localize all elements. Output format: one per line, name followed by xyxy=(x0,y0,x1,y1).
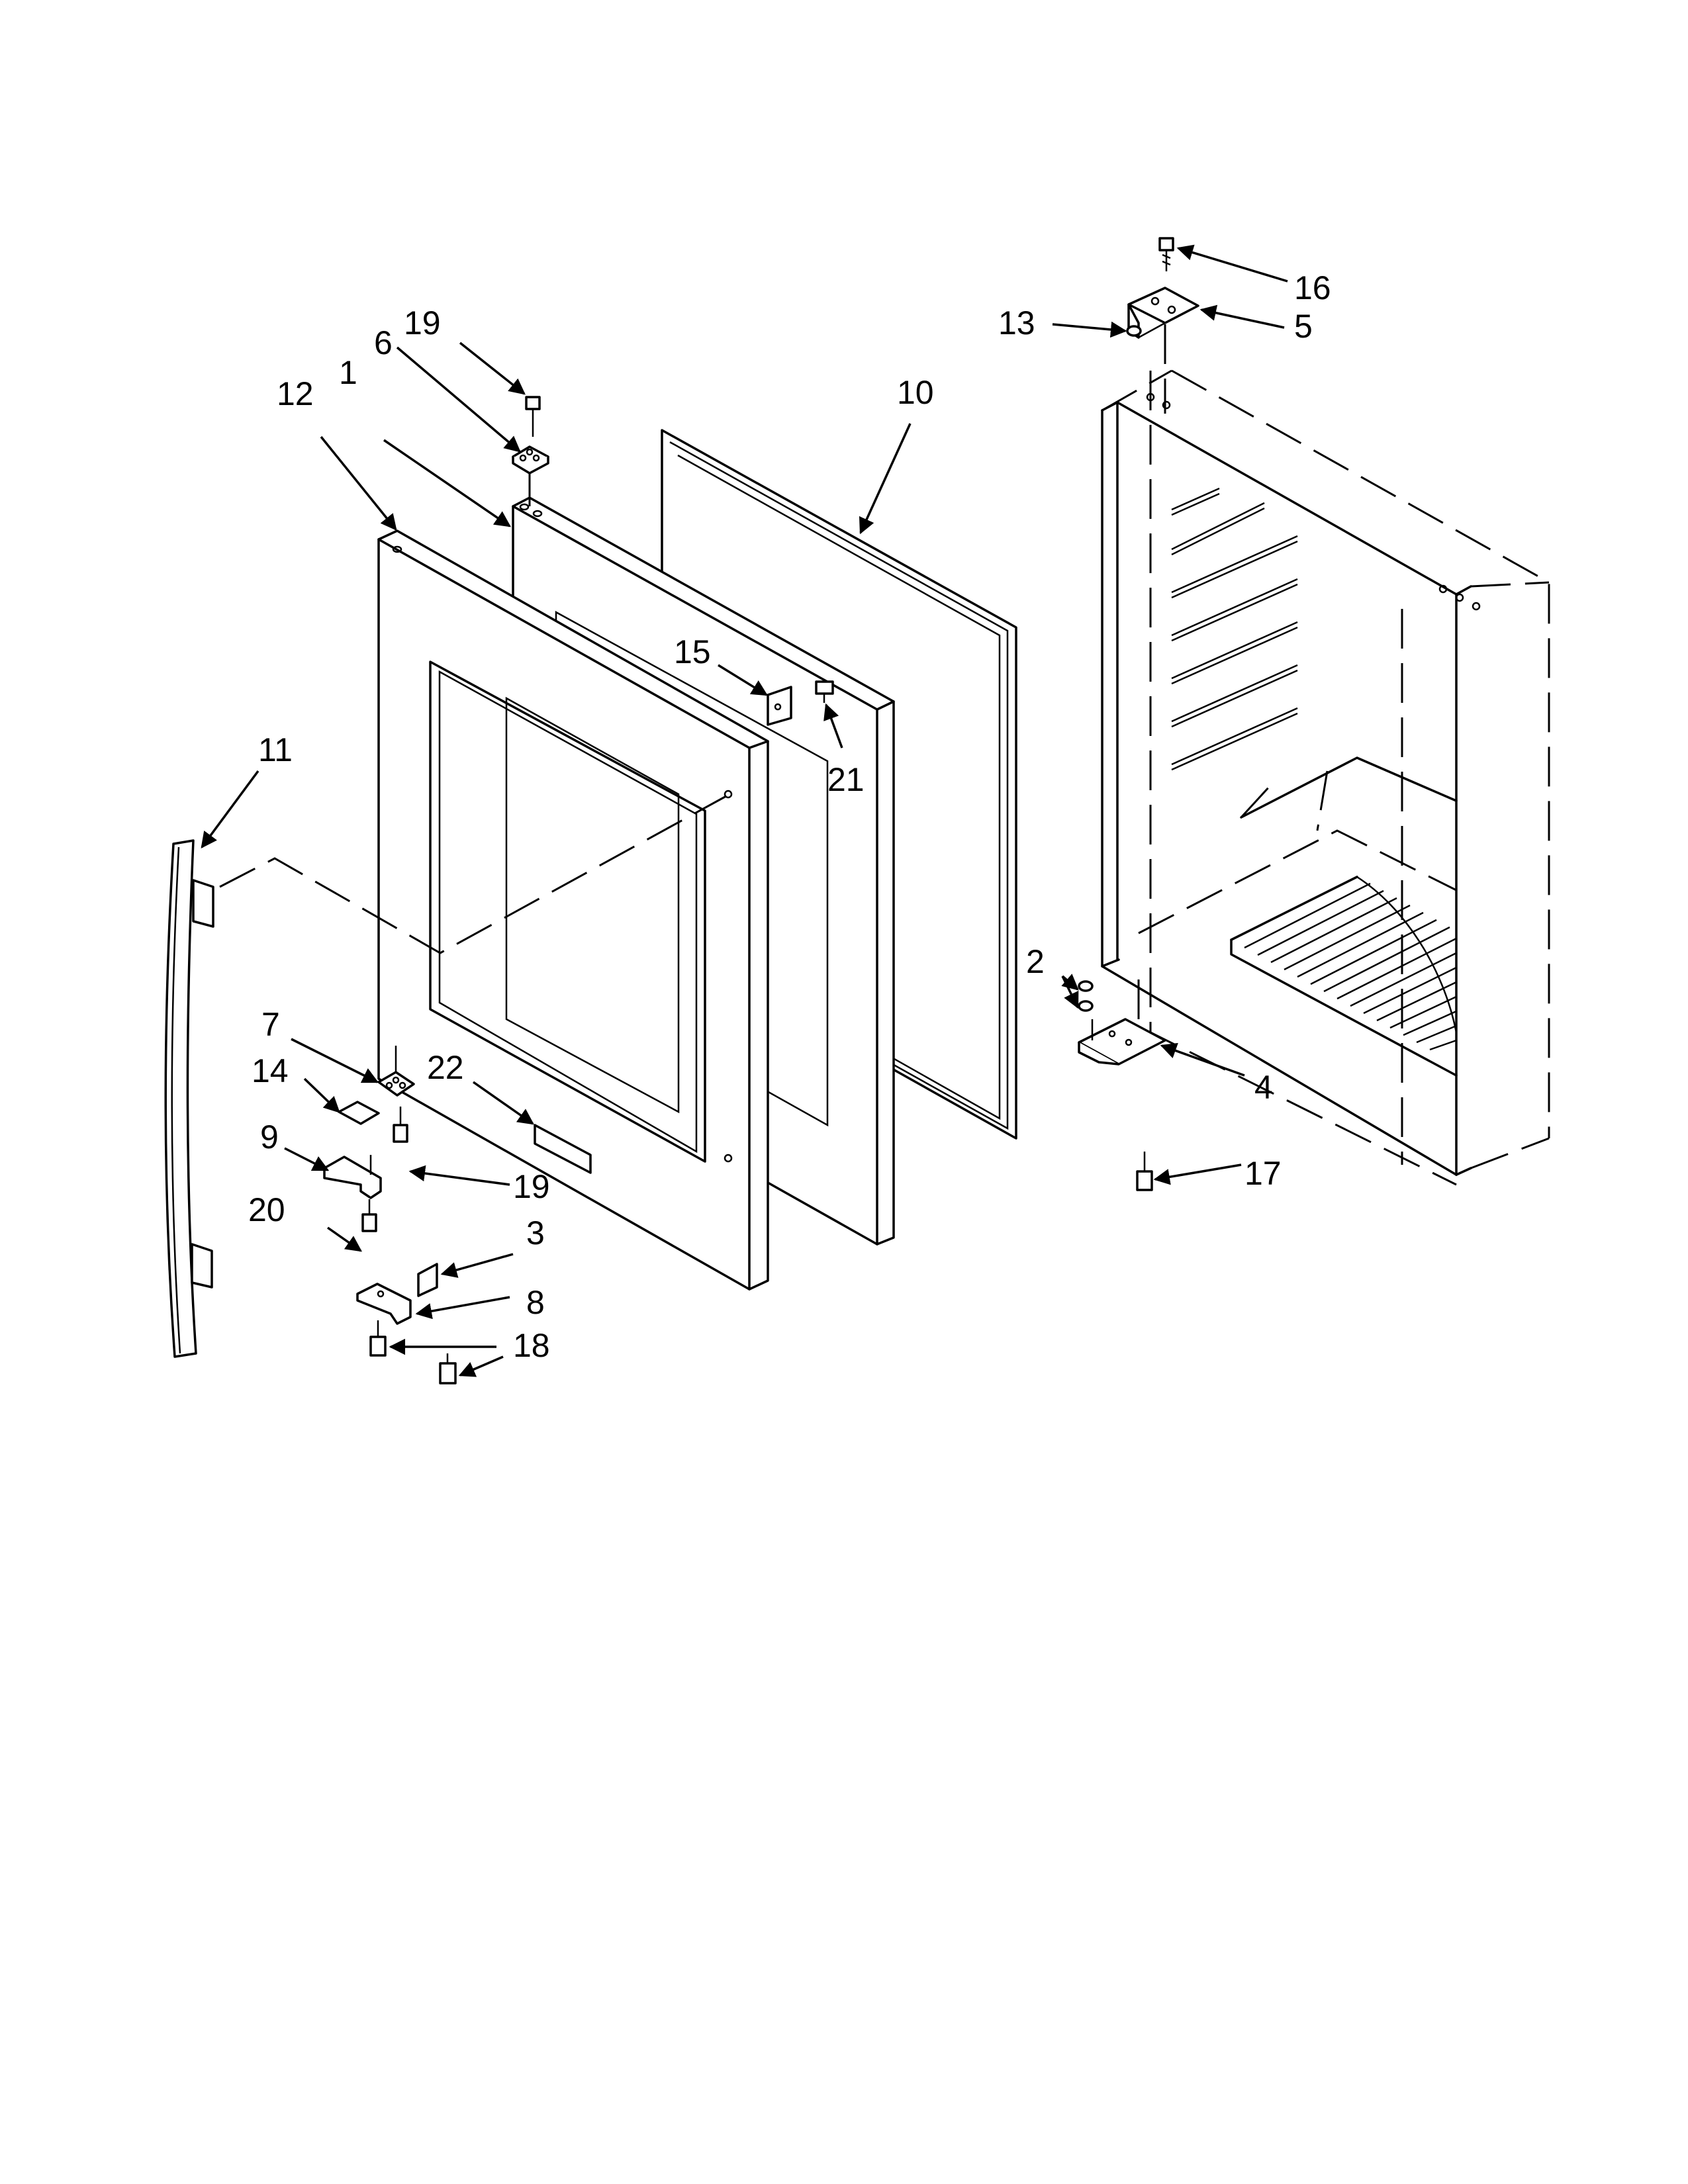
callout-14: 14 xyxy=(252,1052,289,1089)
callout-17: 17 xyxy=(1244,1155,1282,1192)
callout-4: 4 xyxy=(1254,1069,1273,1106)
lower-hinge-part xyxy=(356,1283,412,1325)
top-hinge-part xyxy=(1127,287,1199,414)
door-hinge-bottom-part xyxy=(377,1046,415,1097)
leader-lines xyxy=(201,244,1288,1377)
callout-2: 2 xyxy=(1026,943,1045,980)
door-stop-bracket-part xyxy=(767,686,792,726)
callout-19-lower: 19 xyxy=(513,1168,550,1205)
callout-7: 7 xyxy=(261,1006,280,1043)
lower-hinge-plate-part xyxy=(417,1263,438,1297)
callout-12: 12 xyxy=(277,375,314,412)
callout-8: 8 xyxy=(526,1284,545,1321)
cabinet-grille xyxy=(1230,876,1458,1077)
washer-lower-part xyxy=(1078,1000,1094,1012)
cabinet-hinge-screw-part xyxy=(1136,1152,1153,1191)
callout-22: 22 xyxy=(427,1049,464,1086)
washer-upper-part xyxy=(1078,980,1094,992)
callout-19-top: 19 xyxy=(404,304,441,341)
callout-13: 13 xyxy=(998,304,1035,341)
callout-labels: 1 2 3 4 5 6 7 8 9 10 11 12 13 14 15 16 1… xyxy=(248,269,1331,1364)
door-screw-bottom-part xyxy=(393,1107,408,1143)
callout-6: 6 xyxy=(374,324,393,361)
spacer-part xyxy=(338,1101,380,1125)
callout-16: 16 xyxy=(1294,269,1331,306)
cabinet-part xyxy=(1101,369,1550,1186)
door-stop-bumper-part xyxy=(815,680,834,703)
door-handle-part xyxy=(164,839,214,1358)
callout-20: 20 xyxy=(248,1191,285,1228)
hinge-screw-top-part xyxy=(1158,237,1174,271)
bottom-bracket-part xyxy=(323,1155,382,1199)
callout-11: 11 xyxy=(258,731,293,768)
washer-part xyxy=(1126,325,1142,337)
door-screw-top-part xyxy=(525,396,541,437)
callout-10: 10 xyxy=(897,374,934,411)
callout-9: 9 xyxy=(260,1118,279,1156)
callout-5: 5 xyxy=(1294,308,1313,345)
hinge-screw-lower-extra-part xyxy=(439,1353,457,1385)
door-hinge-top-part xyxy=(512,445,549,506)
callout-21: 21 xyxy=(827,761,865,798)
outer-door-frame-part xyxy=(377,529,769,1291)
callout-3: 3 xyxy=(526,1214,545,1251)
hinge-screw-lower-part xyxy=(369,1320,387,1357)
callout-15: 15 xyxy=(674,633,711,670)
callout-1: 1 xyxy=(339,354,357,391)
cabinet-hinge-bottom-part xyxy=(1078,979,1166,1066)
callout-18: 18 xyxy=(513,1327,550,1364)
nameplate-part xyxy=(534,1124,592,1174)
bracket-screw-part xyxy=(361,1199,377,1232)
